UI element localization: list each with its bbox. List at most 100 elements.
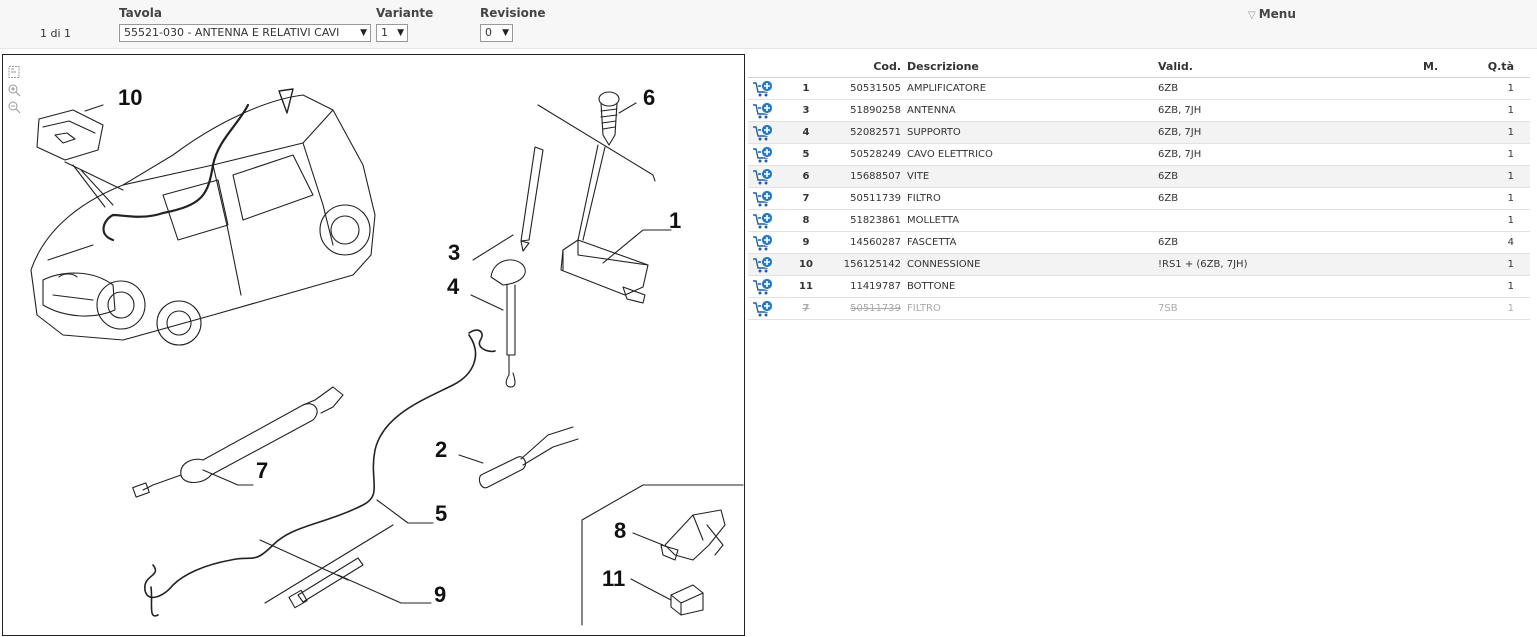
variante-select[interactable]: 1 ▼ [376,24,408,42]
tavola-select-value: 55521-030 - ANTENNA E RELATIVI CAVI [124,26,340,39]
row-m [1423,77,1483,100]
callout-9: 9 [434,582,446,607]
triangle-down-icon: ▽ [1248,10,1256,21]
zoom-out-icon[interactable] [7,100,21,114]
col-header-code[interactable]: Cod. [826,55,907,78]
row-qty: 1 [1483,99,1530,122]
variante-select-value: 1 [381,26,388,39]
add-to-cart-icon[interactable] [752,167,774,186]
row-desc: SUPPORTO [907,121,1158,144]
add-to-cart-icon[interactable] [752,277,774,296]
row-m [1423,253,1483,276]
row-num: 10 [786,253,826,276]
col-header-desc[interactable]: Descrizione [907,55,1158,78]
row-code: 11419787 [826,275,907,298]
col-header-m[interactable]: M. [1423,55,1483,78]
row-valid [1158,275,1423,298]
row-m [1423,275,1483,298]
row-m [1423,99,1483,122]
row-qty: 4 [1483,231,1530,254]
row-desc: FASCETTA [907,231,1158,254]
row-qty: 1 [1483,165,1530,188]
row-qty: 1 [1483,187,1530,210]
col-header-valid[interactable]: Valid. [1158,55,1423,78]
row-m [1423,121,1483,144]
row-qty: 1 [1483,253,1530,276]
row-code: 14560287 [826,231,907,254]
row-desc: VITE [907,165,1158,188]
callout-6: 6 [643,85,655,110]
part-4-support [470,259,526,388]
add-to-cart-icon[interactable] [752,189,774,208]
part-8-clip [632,509,726,561]
revisione-select[interactable]: 0 ▼ [480,24,513,42]
row-num: 1 [786,77,826,100]
row-desc: AMPLIFICATORE [907,77,1158,100]
tavola-select[interactable]: 55521-030 - ANTENNA E RELATIVI CAVI ▼ [119,24,371,42]
fit-page-icon[interactable] [7,65,21,79]
add-to-cart-icon[interactable] [752,233,774,252]
row-valid [1158,209,1423,232]
exploded-diagram-panel[interactable]: 10 6 1 3 4 2 7 5 8 11 9 [2,54,745,636]
chevron-down-icon: ▼ [502,28,509,38]
part-2-filter [458,426,579,489]
row-valid: 7SB [1158,297,1423,320]
add-to-cart-icon[interactable] [752,123,774,142]
row-code: 156125142 [826,253,907,276]
col-header-num [786,55,826,78]
row-code: 50531505 [826,77,907,100]
part-5-cable [144,329,496,617]
callout-8: 8 [614,518,626,543]
row-valid: 6ZB [1158,165,1423,188]
row-desc: ANTENNA [907,99,1158,122]
row-num: 6 [786,165,826,188]
row-num: 11 [786,275,826,298]
row-num: 7 [786,297,826,320]
part-7-filter [132,386,344,498]
row-m [1423,297,1483,320]
row-desc: BOTTONE [907,275,1158,298]
row-num: 4 [786,121,826,144]
add-to-cart-icon[interactable] [752,299,774,318]
row-m [1423,165,1483,188]
part-3-antenna [472,146,544,261]
row-qty: 1 [1483,143,1530,166]
add-to-cart-icon[interactable] [752,211,774,230]
callout-3: 3 [448,240,460,265]
row-qty: 1 [1483,275,1530,298]
add-to-cart-icon[interactable] [752,255,774,274]
row-num: 7 [786,187,826,210]
row-desc: CAVO ELETTRICO [907,143,1158,166]
col-header-qty[interactable]: Q.tà [1483,55,1530,78]
row-num: 5 [786,143,826,166]
chevron-down-icon: ▼ [360,28,367,38]
zoom-in-icon[interactable] [7,83,21,97]
callout-11: 11 [602,566,625,591]
menu-label: Menu [1258,7,1296,21]
callout-7: 7 [256,458,268,483]
row-desc: FILTRO [907,187,1158,210]
row-num: 8 [786,209,826,232]
add-to-cart-icon[interactable] [752,145,774,164]
row-valid: !RS1 + (6ZB, 7JH) [1158,253,1423,276]
row-num: 9 [786,231,826,254]
row-valid: 6ZB, 7JH [1158,121,1423,144]
menu-button[interactable]: ▽Menu [1248,7,1296,21]
add-to-cart-icon[interactable] [752,79,774,98]
add-to-cart-icon[interactable] [752,101,774,120]
row-m [1423,231,1483,254]
row-desc: CONNESSIONE [907,253,1158,276]
part-6-screw [598,91,637,146]
